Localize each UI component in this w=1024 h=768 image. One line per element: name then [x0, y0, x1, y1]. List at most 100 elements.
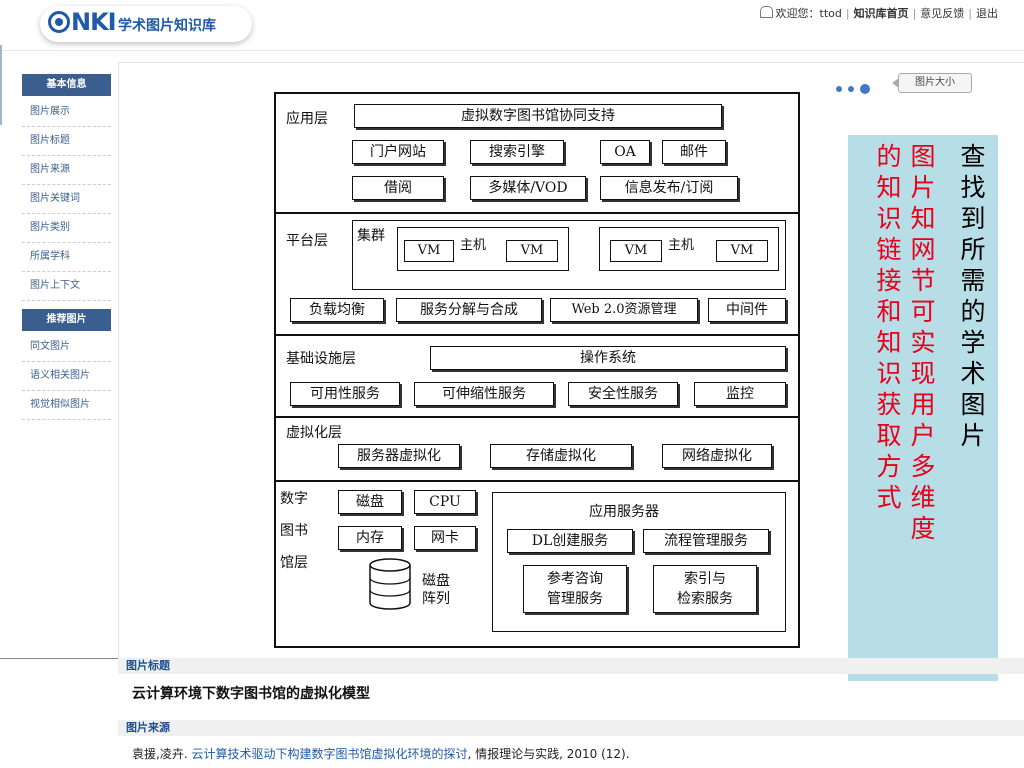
image-title: 云计算环境下数字图书馆的虚拟化模型: [132, 686, 370, 702]
dl-create-box: DL创建服务: [507, 529, 633, 553]
overlay-red-column-left: 的知识链接和知识获取方式: [876, 142, 902, 512]
index-line-1: 索引与: [684, 571, 726, 587]
vm-box: VM: [404, 240, 454, 262]
app-layer-label: 应用层: [286, 111, 328, 127]
borrow-box: 借阅: [352, 176, 444, 200]
vm-box: VM: [506, 240, 558, 262]
sidebar-item-image-keywords[interactable]: 图片关键词: [22, 185, 111, 214]
security-box: 安全性服务: [568, 382, 678, 406]
infrastructure-layer: 基础设施层 操作系统 可用性服务 可伸缩性服务 安全性服务 监控: [276, 334, 798, 418]
cluster-label: 集群: [357, 228, 385, 244]
info-publish-box: 信息发布/订阅: [600, 176, 738, 200]
sidebar-item-image-display[interactable]: 图片展示: [22, 98, 111, 127]
feedback-link[interactable]: 意见反馈: [920, 7, 965, 20]
server-virt-box: 服务器虚拟化: [338, 444, 460, 468]
sidebar-item-image-category[interactable]: 图片类别: [22, 214, 111, 243]
cnki-logo[interactable]: NKI 学术图片知识库: [40, 6, 252, 42]
source-authors: 袁援,凌卉.: [132, 747, 192, 761]
flow-manage-box: 流程管理服务: [643, 529, 769, 553]
app-server-frame: 应用服务器 DL创建服务 流程管理服务 参考咨询 管理服务 索引与 检索服务: [492, 492, 786, 632]
sidebar: 基本信息 图片展示 图片标题 图片来源 图片关键词 图片类别 所属学科 图片上下…: [22, 74, 111, 420]
digital-library-layer: 数字 图书 馆层 磁盘 CPU 内存 网卡 磁盘 阵列 应用服务器 DL创建服务…: [276, 480, 798, 646]
disk-array-label-2: 阵列: [422, 591, 450, 607]
user-bar: 欢迎您：ttod|知识库首页|意见反馈|退出: [759, 5, 998, 21]
image-size-button[interactable]: 图片大小: [892, 73, 972, 93]
overlay-red-column-right: 图片知网节可实现用户多维度: [910, 142, 936, 543]
search-engine-box: 搜索引擎: [470, 140, 564, 164]
mail-box: 邮件: [662, 140, 726, 164]
logo-mark-text: NKI: [71, 8, 117, 36]
index-service-box: 索引与 检索服务: [653, 565, 757, 613]
content-left-divider: [118, 63, 119, 658]
disk-array-icon: [369, 558, 411, 610]
middleware-box: 中间件: [708, 298, 786, 322]
separator: |: [912, 7, 917, 20]
oa-box: OA: [600, 140, 650, 164]
network-virt-box: 网络虚拟化: [662, 444, 772, 468]
left-edge-accent: [0, 45, 2, 125]
dl-layer-label-3: 馆层: [280, 555, 308, 571]
host-frame-2: VM 主机 VM: [599, 227, 779, 271]
logout-link[interactable]: 退出: [976, 7, 998, 20]
sidebar-item-semantic-related[interactable]: 语义相关图片: [22, 362, 111, 391]
app-server-label: 应用服务器: [589, 504, 659, 520]
virtualization-layer: 虚拟化层 服务器虚拟化 存储虚拟化 网络虚拟化: [276, 416, 798, 482]
dl-layer-label-1: 数字: [280, 491, 308, 507]
architecture-diagram[interactable]: 应用层 虚拟数字图书馆协同支持 门户网站 搜索引擎 OA 邮件 借阅 多媒体/V…: [274, 92, 800, 648]
title-section-label: 图片标题: [118, 658, 1024, 674]
sidebar-item-image-source[interactable]: 图片来源: [22, 156, 111, 185]
host-frame-1: VM 主机 VM: [397, 227, 569, 271]
portal-box: 门户网站: [352, 140, 444, 164]
host-label: 主机: [460, 238, 487, 253]
collab-support-box: 虚拟数字图书馆协同支持: [354, 104, 722, 128]
sidebar-item-same-article[interactable]: 同文图片: [22, 333, 111, 362]
cpu-box: CPU: [414, 490, 476, 514]
disk-box: 磁盘: [338, 490, 402, 514]
platform-layer-label: 平台层: [286, 233, 328, 249]
sidebar-item-image-title[interactable]: 图片标题: [22, 127, 111, 156]
zoom-dot-small[interactable]: [836, 85, 842, 92]
sidebar-item-subject[interactable]: 所属学科: [22, 243, 111, 272]
dl-layer-label-2: 图书: [280, 523, 308, 539]
overlay-black-column: 查找到所需的学术图片: [960, 142, 986, 450]
zoom-dot-large[interactable]: [860, 83, 870, 94]
home-link[interactable]: 知识库首页: [853, 7, 909, 20]
availability-box: 可用性服务: [290, 382, 400, 406]
source-section-label: 图片来源: [118, 720, 1024, 736]
logo-text: 学术图片知识库: [118, 18, 216, 34]
top-bar: NKI 学术图片知识库 欢迎您：ttod|知识库首页|意见反馈|退出: [0, 0, 1024, 51]
sidebar-section-basic-info: 基本信息: [22, 74, 111, 96]
left-divider: [0, 658, 118, 659]
separator: |: [968, 7, 972, 20]
application-layer: 应用层 虚拟数字图书馆协同支持 门户网站 搜索引擎 OA 邮件 借阅 多媒体/V…: [276, 94, 798, 214]
ref-line-2: 管理服务: [547, 591, 603, 607]
image-source: 袁援,凌卉. 云计算技术驱动下构建数字图书馆虚拟化环境的探讨, 情报理论与实践,…: [132, 745, 630, 762]
sidebar-item-visual-similar[interactable]: 视觉相似图片: [22, 391, 111, 420]
sidebar-section-recommended: 推荐图片: [22, 309, 111, 331]
storage-virt-box: 存储虚拟化: [490, 444, 632, 468]
vm-box: VM: [610, 240, 662, 262]
welcome-text: 欢迎您：ttod: [775, 7, 842, 20]
monitor-box: 监控: [694, 382, 786, 406]
disk-array-label-1: 磁盘: [422, 573, 450, 589]
logo-c-icon: [48, 11, 70, 33]
index-line-2: 检索服务: [677, 591, 733, 607]
zoom-dot-medium[interactable]: [848, 85, 854, 92]
scalability-box: 可伸缩性服务: [414, 382, 554, 406]
os-box: 操作系统: [430, 346, 786, 370]
nic-box: 网卡: [414, 526, 476, 550]
logo-mark: NKI: [48, 8, 117, 36]
user-icon: [759, 6, 773, 18]
source-article-link[interactable]: 云计算技术驱动下构建数字图书馆虚拟化环境的探讨: [191, 747, 468, 761]
service-compose-box: 服务分解与合成: [396, 298, 542, 322]
content-top-divider: [118, 62, 1024, 63]
sidebar-item-image-context[interactable]: 图片上下文: [22, 272, 111, 301]
load-balance-box: 负载均衡: [290, 298, 384, 322]
overlay-text-panel: 的知识链接和知识获取方式 图片知网节可实现用户多维度 查找到所需的学术图片: [848, 135, 998, 681]
multimedia-box: 多媒体/VOD: [470, 176, 586, 200]
ref-line-1: 参考咨询: [547, 571, 603, 587]
cluster-frame: 集群 VM 主机 VM VM 主机 VM: [352, 220, 786, 290]
zoom-dots: [836, 78, 876, 97]
memory-box: 内存: [338, 526, 402, 550]
vm-box: VM: [716, 240, 768, 262]
